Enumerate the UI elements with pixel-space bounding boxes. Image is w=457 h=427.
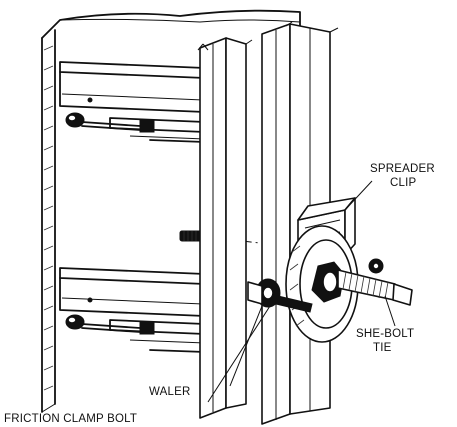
label-friction-clamp-bolt: FRICTION CLAMP BOLT: [4, 413, 137, 425]
upper-clip-block: [139, 119, 155, 133]
label-she-bolt-1: SHE-BOLT: [356, 328, 414, 340]
she-bolt-tie: [337, 258, 413, 306]
leader-lines: [207, 180, 396, 403]
wing-nut: [247, 278, 313, 313]
label-spreader-clip-2: CLIP: [390, 177, 416, 189]
cone-washer: [285, 225, 359, 343]
lower-clip-block: [139, 321, 155, 335]
lower-channels: [59, 267, 206, 353]
panel-edge-hatching: [43, 45, 54, 391]
label-waler: WALER: [149, 386, 190, 398]
upper-channels: [59, 61, 206, 143]
upper-tie-end-inner: [67, 114, 77, 122]
form-panel: [41, 9, 301, 413]
lower-tie-end-inner: [67, 316, 77, 324]
label-she-bolt-2: TIE: [373, 342, 392, 354]
waler-front: [197, 37, 253, 419]
label-spreader-clip-1: SPREADER: [370, 163, 435, 175]
